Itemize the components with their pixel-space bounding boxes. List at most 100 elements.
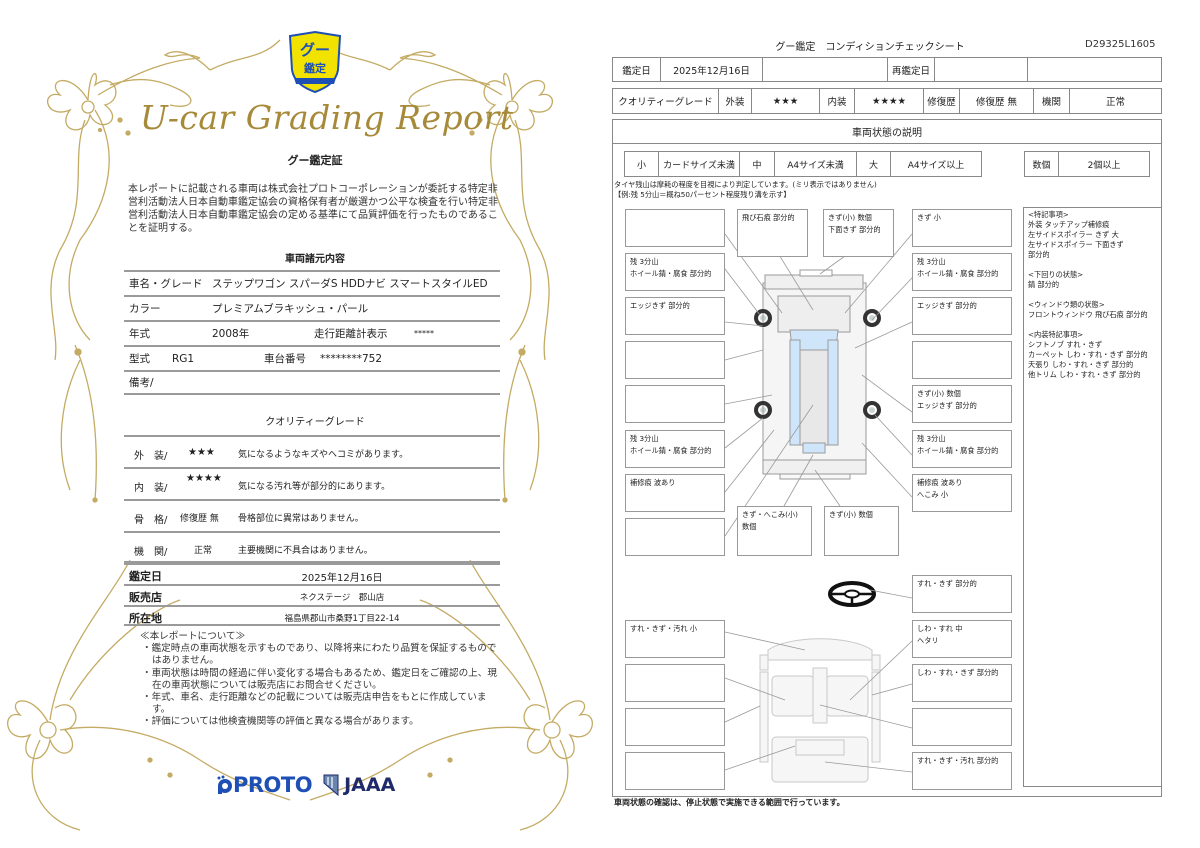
grade-desc: 主要機関に不具合はありません。 xyxy=(238,546,373,556)
callout-rear-bumper: きず(小) 数個 xyxy=(824,506,899,556)
interior-value: ★★★★ xyxy=(855,89,924,113)
spec-row-year: 年式 2008年 走行距離計表示 ***** xyxy=(124,320,500,345)
type-value: RG1 xyxy=(172,352,195,365)
notes-heading: ≪本レポートについて≫ xyxy=(140,631,246,642)
spec-row-color: カラー プレミアムブラキッシュ・パール xyxy=(124,295,500,320)
callout-left-front-door xyxy=(625,341,725,379)
color-value: プレミアムブラキッシュ・パール xyxy=(212,303,369,315)
sheet-title: グー鑑定 コンディションチェックシート xyxy=(775,42,965,53)
quantity-legend: 数個 2個以上 xyxy=(1024,151,1150,177)
sheet-id: D29325L1605 xyxy=(1085,39,1156,50)
vehicle-spec-title: 車両諸元内容 xyxy=(285,254,345,265)
blank-cell xyxy=(763,58,888,81)
grade-row: クオリティーグレード 外装 ★★★ 内装 ★★★★ 修復歴 修復歴 無 機関 正… xyxy=(612,88,1162,114)
size-large-desc: A4サイズ以上 xyxy=(907,160,965,171)
remarks-section-underbody: <下回りの状態> 錆 部分的 xyxy=(1028,270,1084,289)
quality-grade-label: クオリティーグレード xyxy=(613,89,719,113)
grade-label: 外 装/ xyxy=(134,451,168,462)
callout-front-right-tire: 残 3分山 ホイール錆・腐食 部分的 xyxy=(912,253,1012,291)
info-row-date: 鑑定日 2025年12月16日 xyxy=(124,563,500,584)
svg-text:鑑定: 鑑定 xyxy=(304,61,326,75)
spec-row-remarks: 備考/ xyxy=(124,370,500,395)
repair-history-value: 修復歴 無 xyxy=(960,89,1034,113)
model-grade-value: ステップワゴン スパーダS HDDナビ スマートスタイルED xyxy=(212,278,488,290)
size-medium-key: 中 xyxy=(740,152,775,176)
goo-kantei-badge-logo: グー 鑑定 xyxy=(286,30,344,94)
exterior-label: 外装 xyxy=(719,89,752,113)
date-row: 鑑定日 2025年12月16日 再鑑定日 xyxy=(612,57,1162,82)
model-grade-label: 車名・グレード xyxy=(129,278,203,290)
color-label: カラー xyxy=(129,303,161,315)
jaaa-mark-icon xyxy=(323,774,339,797)
year-label: 年式 xyxy=(129,328,150,340)
info-row-dealer: 販売店 ネクステージ 郡山店 xyxy=(124,584,500,605)
section-title: 車両状態の説明 xyxy=(613,120,1161,144)
chassis-label: 車台番号 xyxy=(264,353,306,365)
exterior-value: ★★★ xyxy=(752,89,820,113)
callout-interior-left-front-seat xyxy=(625,664,725,702)
info-row-address: 所在地 福島県郡山市桑野1丁目22-14 xyxy=(124,605,500,626)
grade-value: 正常 xyxy=(194,546,213,556)
callout-rear-left-corner xyxy=(625,518,725,556)
grade-desc: 気になる汚れ等が部分的にあります。 xyxy=(238,482,391,492)
footer-note: 車両状態の確認は、停止状態で実施できる範囲で行っています。 xyxy=(614,798,845,807)
condition-check-sheet: グー鑑定 コンディションチェックシート D29325L1605 鑑定日 2025… xyxy=(600,0,1200,848)
ucar-grading-report-title: U-car Grading Report xyxy=(140,98,514,137)
report-notes: ≪本レポートについて≫ 鑑定時点の車両状態を示すものであり、以降将来にわたり品質… xyxy=(138,631,498,729)
remarks-label: 備考/ xyxy=(129,377,154,389)
odometer-label: 走行距離計表示 xyxy=(314,328,388,340)
dealer-label: 販売店 xyxy=(129,591,162,604)
size-medium-desc: A4サイズ未満 xyxy=(775,152,857,176)
address-label: 所在地 xyxy=(129,612,162,625)
size-small-key: 小 xyxy=(625,152,659,176)
inspection-info-table: 鑑定日 2025年12月16日 販売店 ネクステージ 郡山店 所在地 福島県郡山… xyxy=(124,563,500,626)
callout-right-front-door xyxy=(912,341,1012,379)
damage-size-legend: 小 カードサイズ未満 中 A4サイズ未満 大 A4サイズ以上 xyxy=(624,151,982,177)
note-item: 年式、車名、走行距離などの記載については販売店申告をもとに作成しています。 xyxy=(138,692,498,716)
special-remarks-panel: <特記事項> 外装 タッチアップ補修痕 左サイドスポイラー きず 大 左サイドス… xyxy=(1023,207,1162,787)
engine-value: 正常 xyxy=(1105,97,1125,108)
grade-value: ★★★ xyxy=(188,447,215,458)
callout-rear-right-tire: 残 3分山 ホイール錆・腐食 部分的 xyxy=(912,430,1012,468)
callout-front-right-fender: エッジきず 部分的 xyxy=(912,297,1012,335)
svg-text:グー: グー xyxy=(300,41,330,59)
inspection-date-value: 2025年12月16日 xyxy=(661,58,763,81)
engine-label: 機関 xyxy=(1034,89,1070,113)
repair-history-label: 修復歴 xyxy=(924,89,960,113)
callout-front-left-corner xyxy=(625,209,725,247)
callout-rear-right-quarter: 補修痕 波あり へこみ 小 xyxy=(912,474,1012,512)
note-item: 鑑定時点の車両状態を示すものであり、以降将来にわたり品質を保証するものではありま… xyxy=(138,643,498,667)
callout-interior-rear-seat-left xyxy=(625,752,725,790)
callout-rear-left-tire: 残 3分山 ホイール錆・腐食 部分的 xyxy=(625,430,725,468)
year-value: 2008年 xyxy=(212,328,250,340)
grade-label: 機 関/ xyxy=(134,547,168,558)
odometer-value: ***** xyxy=(414,329,434,338)
interior-label: 内装 xyxy=(820,89,855,113)
quality-grade-title: クオリティーグレード xyxy=(265,417,365,428)
size-small-desc: カードサイズ未満 xyxy=(659,152,740,176)
proto-mark-icon xyxy=(217,775,232,794)
callout-hood: 飛び石痕 部分的 xyxy=(737,209,808,257)
grade-label: 内 装/ xyxy=(134,483,168,494)
callout-interior-dashboard: すれ・きず・汚れ 小 xyxy=(625,620,725,658)
spec-row-type: 型式 RG1 車台番号 ********752 xyxy=(124,345,500,370)
grade-row-engine: 機 関/ 正常 主要機関に不具合はありません。 xyxy=(124,531,500,563)
remarks-section-windows: <ウィンドウ類の状態> フロントウィンドウ 飛び石痕 部分的 xyxy=(1028,300,1148,319)
certificate-statement: 本レポートに記載される車両は株式会社プロトコーポレーションが委託する特定非営利活… xyxy=(128,184,498,234)
callout-front-right-corner: きず 小 xyxy=(912,209,1012,247)
callout-steering-wheel: すれ・きず 部分的 xyxy=(912,575,1012,613)
remarks-section-interior: <内装特記事項> シフトノブ すれ・きず カーペット しわ・すれ・きず 部分的 … xyxy=(1028,330,1148,379)
callout-front-bumper: きず(小) 数個 下面きず 部分的 xyxy=(823,209,894,257)
footer-logos: PROTO JAAA xyxy=(215,770,415,800)
callout-interior-right-trim: しわ・すれ・きず 部分的 xyxy=(912,664,1012,702)
proto-logo: PROTO xyxy=(215,773,313,797)
grade-row-exterior: 外 装/ ★★★ 気になるようなキズやヘコミがあります。 xyxy=(124,435,500,467)
grade-value: 修復歴 無 xyxy=(180,514,219,524)
inspection-date-label: 鑑定日 xyxy=(129,570,162,583)
size-large-key: 大 xyxy=(857,152,891,176)
note-item: 評価については他検査機関等の評価と異なる場合があります。 xyxy=(138,716,498,728)
callout-right-rear-door: きず(小) 数個 エッジきず 部分的 xyxy=(912,385,1012,423)
inspection-date-value: 2025年12月16日 xyxy=(301,573,383,584)
remarks-section-special: <特記事項> 外装 タッチアップ補修痕 左サイドスポイラー きず 大 左サイドス… xyxy=(1028,210,1124,259)
qty-key: 数個 xyxy=(1025,152,1059,176)
